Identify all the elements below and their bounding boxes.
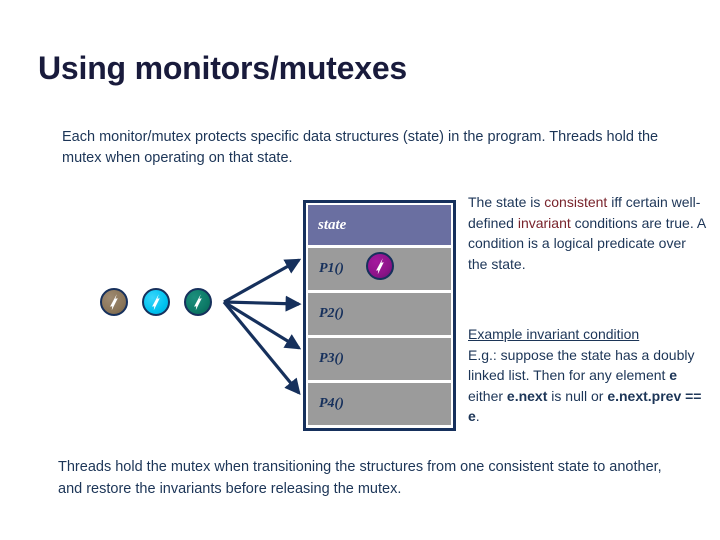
thread-bolt-icon [376, 258, 384, 275]
proc-row-p4[interactable]: P4() [308, 383, 451, 425]
note-top-invariant: invariant [517, 214, 571, 231]
note-bottom-enext: e.next [506, 387, 548, 404]
thread-token-teal[interactable] [184, 288, 212, 316]
proc-label-p1: P1() [319, 261, 344, 276]
state-box-header: state [308, 205, 451, 245]
invariant-definition-note: The state is consistent iff certain well… [468, 192, 708, 274]
closing-paragraph: Threads hold the mutex when transitionin… [58, 459, 662, 497]
proc-row-p2[interactable]: P2() [308, 293, 451, 335]
thread-token-purple[interactable] [366, 252, 394, 280]
example-invariant-heading: Example invariant condition [468, 326, 640, 342]
arrow-to-p3 [223, 300, 302, 350]
note-top-consistent: consistent [544, 194, 608, 210]
arrow-to-p2 [223, 295, 302, 312]
thread-token-cyan[interactable] [142, 288, 170, 316]
proc-label-p3: P3() [319, 351, 344, 366]
note-bottom-e: e [669, 367, 678, 383]
state-box-header-label: state [318, 216, 347, 233]
state-box: state P1() P2() P3() P4() [303, 200, 456, 431]
thread-token-brown[interactable] [100, 288, 128, 316]
note-top-seg5: conditions are true. A condition is a lo… [468, 214, 706, 272]
intro-paragraph: Each monitor/mutex protects specific dat… [62, 129, 659, 166]
note-bottom-seg3: either [468, 387, 507, 404]
proc-label-p4: P4() [319, 396, 344, 411]
note-bottom-enextprev: e.next.prev == e [468, 387, 702, 425]
thread-bolt-icon [110, 294, 118, 311]
note-bottom-seg1: E.g.: suppose the state has a doubly lin… [468, 346, 695, 384]
note-bottom-seg5: is null or [547, 387, 608, 404]
arrow-to-p4 [222, 300, 301, 395]
proc-label-p2: P2() [319, 306, 344, 321]
page-title: Using monitors/mutexes [38, 50, 408, 86]
arrow-to-p1 [223, 258, 302, 304]
note-top-seg1: The state is [468, 194, 545, 210]
note-bottom-seg7: . [475, 408, 480, 424]
thread-bolt-icon [152, 294, 160, 311]
proc-row-p3[interactable]: P3() [308, 338, 451, 380]
note-top-seg3: iff certain well-defined [468, 194, 701, 231]
thread-bolt-icon [194, 294, 202, 311]
